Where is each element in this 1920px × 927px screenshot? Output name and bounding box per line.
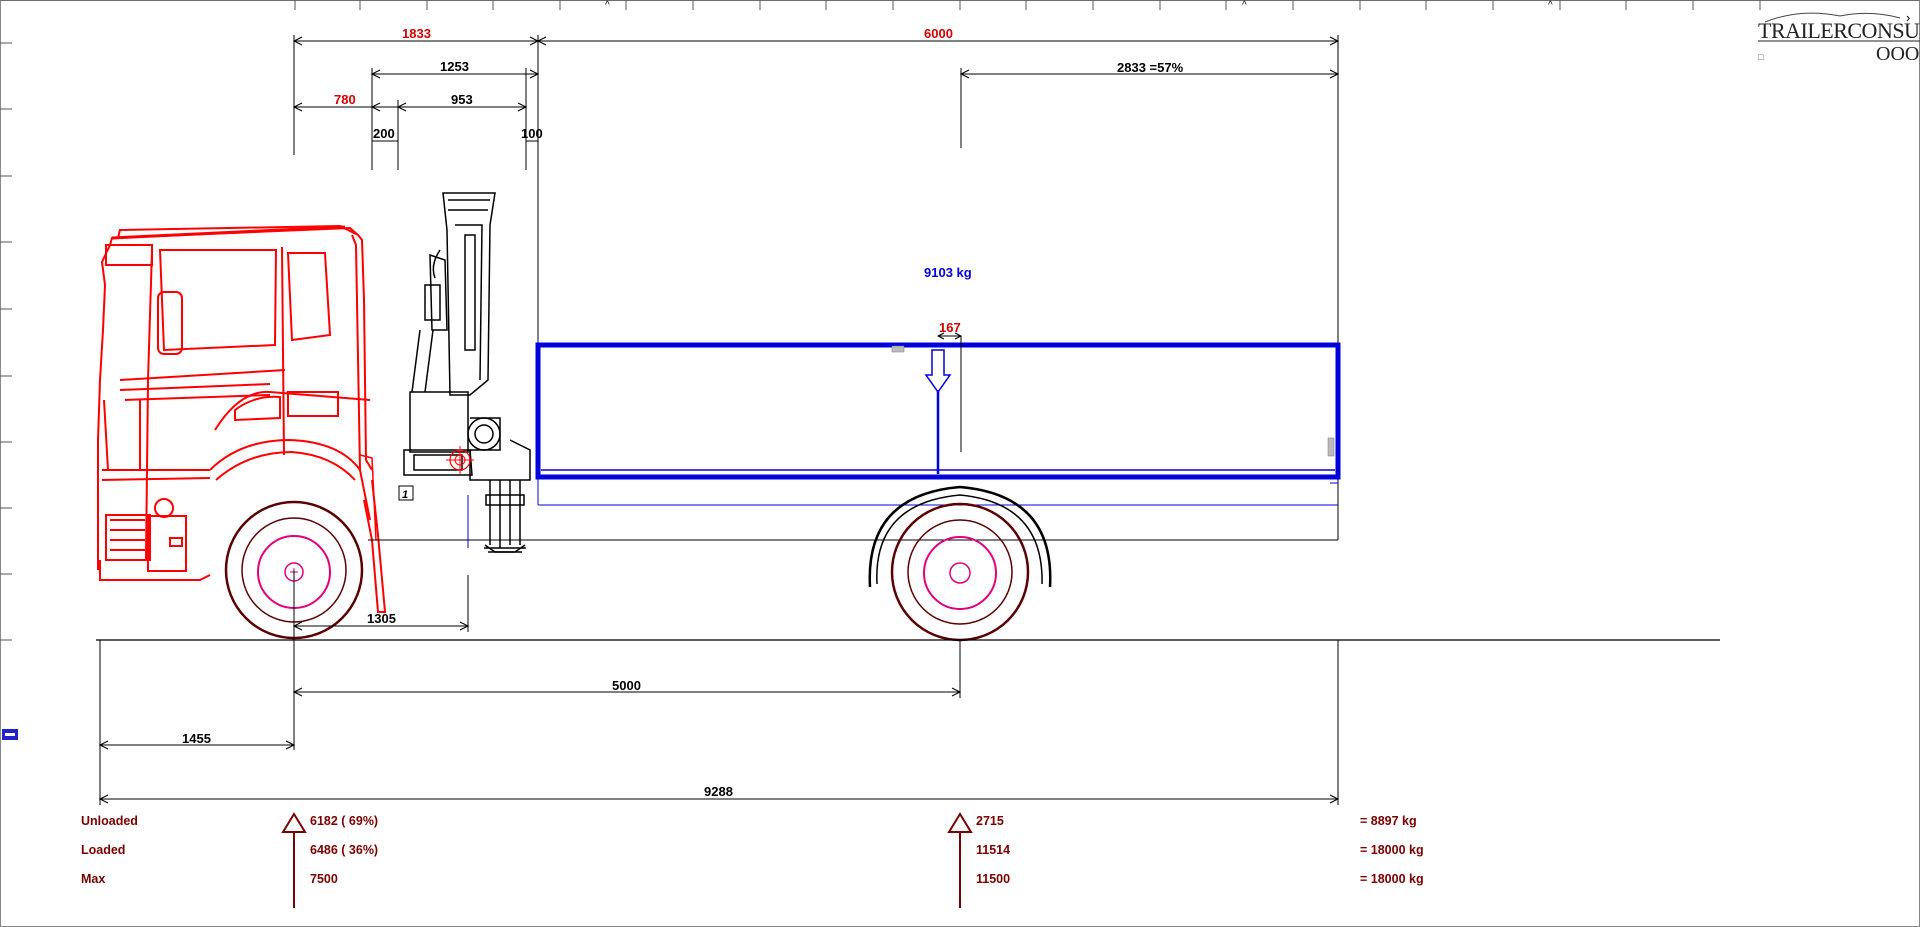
logo-subtext: OOO <box>1876 43 1919 65</box>
left-ruler <box>0 42 12 641</box>
payload-label: 9103 kg <box>924 265 972 280</box>
load-arrow-icon <box>924 349 952 394</box>
cg-offset-dim <box>936 332 963 452</box>
load-row-label: Unloaded <box>81 814 138 828</box>
rear-axle-load: 11500 <box>976 872 1010 886</box>
load-row-unloaded: Unloaded 6182 ( 69%) 2715 = 8897 kg <box>81 814 1417 828</box>
chevron-right-icon[interactable]: › <box>1906 10 1910 25</box>
dim-1305: 1305 <box>367 611 396 626</box>
dim-780: 780 <box>334 92 356 107</box>
logo-text: TRAILERCONSULT <box>1758 18 1920 43</box>
cg-offset-label: 167 <box>939 320 961 335</box>
ruler-marker-icon[interactable]: ^ <box>605 0 610 11</box>
dim-953: 953 <box>451 92 473 107</box>
crane[interactable] <box>403 192 531 553</box>
logo-mark: □ <box>1758 52 1764 62</box>
dim-1833: 1833 <box>402 26 431 41</box>
bottom-dimensions <box>98 570 1340 805</box>
tractor-cab[interactable] <box>97 224 387 613</box>
dim-2833: 2833 =57% <box>1117 60 1184 75</box>
top-dim-arrows <box>292 36 1340 112</box>
load-row-label: Loaded <box>81 843 125 857</box>
dim-9288: 9288 <box>704 784 733 799</box>
crane-label-box <box>398 485 414 501</box>
ruler-marker-icon[interactable]: ^ <box>1242 0 1247 11</box>
cargo-body[interactable] <box>535 342 1341 480</box>
front-axle-load: 6486 ( 36%) <box>310 843 378 857</box>
rear-axle-arrow-icon <box>947 812 973 908</box>
dim-5000: 5000 <box>612 678 641 693</box>
rear-axle-load: 11514 <box>976 843 1010 857</box>
small-toolbar-icon-glyph <box>5 733 15 736</box>
front-axle-load: 6182 ( 69%) <box>310 814 378 828</box>
rear-wheel[interactable] <box>868 485 1052 642</box>
ruler-marker-icon[interactable]: ^ <box>1548 0 1553 11</box>
rear-axle-load: 2715 <box>976 814 1004 828</box>
top-dimensions <box>293 35 1339 340</box>
load-row-loaded: Loaded 6486 ( 36%) 11514 = 18000 kg <box>81 843 1424 857</box>
front-axle-load: 7500 <box>310 872 338 886</box>
crane-label: 1 <box>402 489 408 501</box>
dim-1455: 1455 <box>182 731 211 746</box>
dim-200: 200 <box>373 126 395 141</box>
load-row-max: Max 7500 11500 = 18000 kg <box>81 872 1424 886</box>
dim-6000: 6000 <box>924 26 953 41</box>
front-axle-arrow-icon <box>281 812 307 908</box>
load-row-label: Max <box>81 872 105 886</box>
trailerconsult-logo: TRAILERCONSULT OOO □ <box>1758 12 1920 65</box>
total-load: = 18000 kg <box>1360 843 1424 857</box>
top-ruler <box>0 0 1920 10</box>
total-load: = 8897 kg <box>1360 814 1417 828</box>
dim-100: 100 <box>521 126 543 141</box>
total-load: = 18000 kg <box>1360 872 1424 886</box>
cg-target-icon[interactable] <box>446 446 474 474</box>
dim-1253: 1253 <box>440 59 469 74</box>
